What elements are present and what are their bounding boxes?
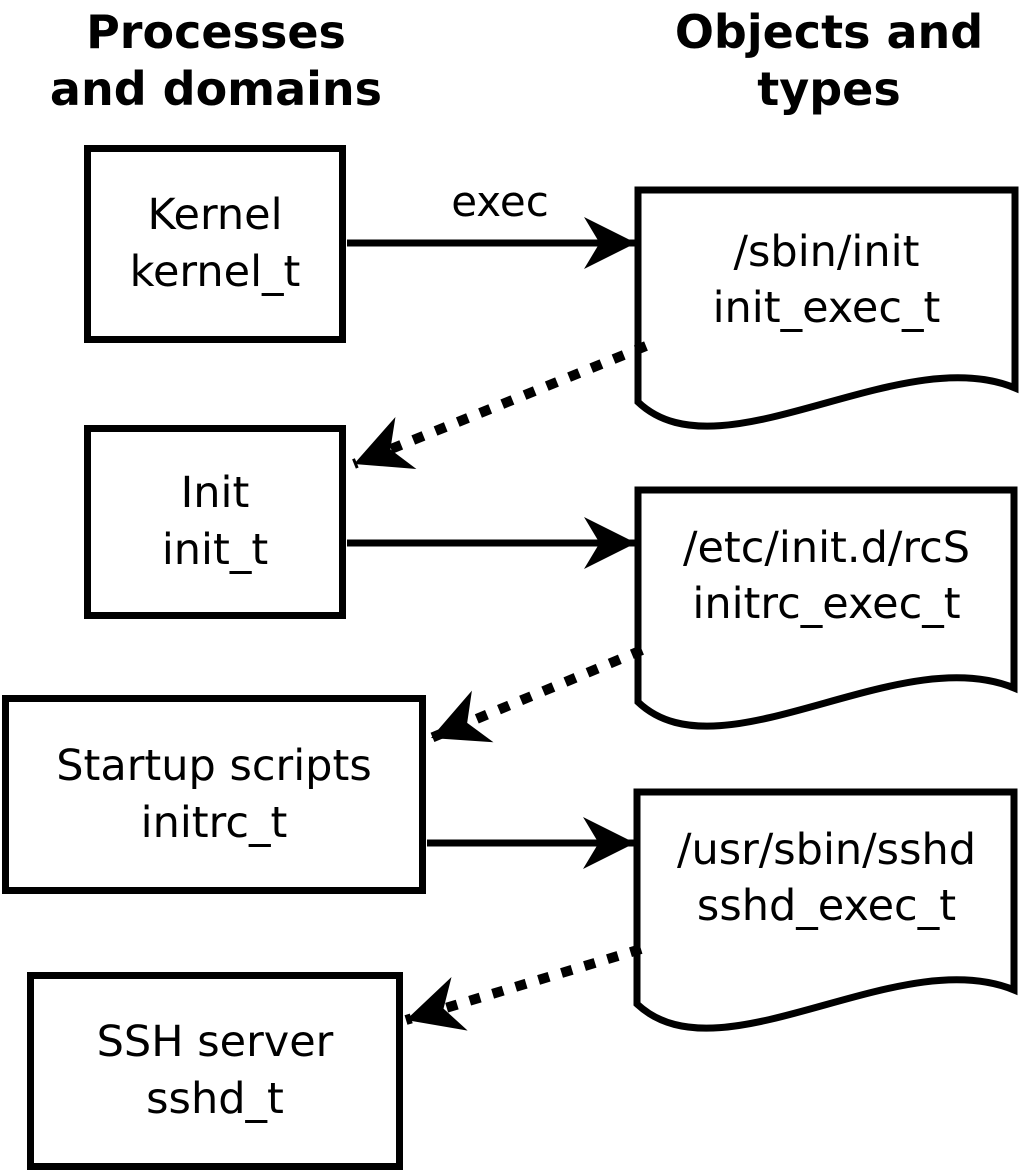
process-domain-type: kernel_t xyxy=(129,247,301,297)
document-shape-etc-initd-rcs xyxy=(634,486,1018,730)
process-name: Init xyxy=(180,468,250,518)
object-path: /etc/init.d/rcS xyxy=(682,523,971,573)
dotted-arrow-sshd-exec-to-sshd xyxy=(404,944,643,1031)
process-name: SSH server xyxy=(96,1017,334,1067)
object-doc-etc-initd-rcs: /etc/init.d/rcS initrc_exec_t xyxy=(638,520,1015,632)
edge-label-exec: exec xyxy=(451,177,549,226)
dotted-arrow-sbin-init-to-init xyxy=(352,341,648,469)
process-name: Startup scripts xyxy=(56,740,372,791)
process-box-startup-scripts: Startup scripts initrc_t xyxy=(2,695,426,894)
dotted-arrow-rcs-to-initrc xyxy=(429,645,644,743)
heading-line: types xyxy=(757,62,901,116)
object-type: sshd_exec_t xyxy=(696,881,957,931)
process-domain-type: initrc_t xyxy=(140,797,288,848)
object-path: /usr/sbin/sshd xyxy=(676,825,977,875)
heading-line: and domains xyxy=(49,62,383,116)
process-box-init: Init init_t xyxy=(84,425,346,619)
heading-line: Objects and xyxy=(674,5,984,59)
heading-line: Processes xyxy=(86,5,346,59)
process-name: Kernel xyxy=(147,190,283,240)
process-domain-type: init_t xyxy=(161,525,269,575)
process-box-ssh-server: SSH server sshd_t xyxy=(27,972,403,1170)
document-shape-usr-sbin-sshd xyxy=(633,788,1018,1032)
object-doc-sbin-init: /sbin/init init_exec_t xyxy=(638,224,1015,336)
column-heading-processes: Processes and domains xyxy=(0,4,432,118)
object-type: init_exec_t xyxy=(712,283,941,333)
document-shape-sbin-init xyxy=(634,186,1019,430)
process-domain-type: sshd_t xyxy=(146,1074,284,1124)
process-box-kernel: Kernel kernel_t xyxy=(84,145,346,343)
column-heading-objects: Objects and types xyxy=(634,4,1024,118)
object-type: initrc_exec_t xyxy=(692,579,961,629)
object-path: /sbin/init xyxy=(733,227,920,277)
object-doc-usr-sbin-sshd: /usr/sbin/sshd sshd_exec_t xyxy=(638,822,1015,934)
